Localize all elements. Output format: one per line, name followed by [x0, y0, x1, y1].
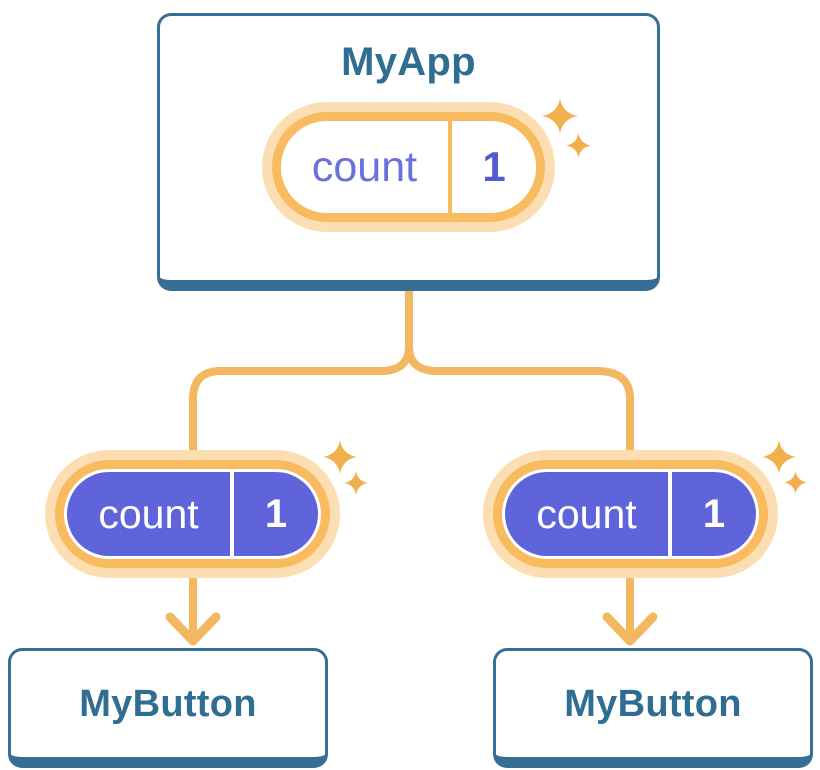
sparkle-icon [784, 471, 807, 494]
root-component-title: MyApp [341, 40, 476, 84]
state-value: 1 [482, 143, 506, 190]
state-value: 1 [264, 491, 288, 536]
child-component-title: MyButton [79, 682, 257, 725]
root-state-pill-body: count 1 [281, 121, 536, 213]
pill-divider [230, 472, 234, 556]
child-component-card-right: MyButton [493, 648, 813, 768]
root-state-pill-ring: count 1 [272, 112, 545, 222]
state-value: 1 [702, 491, 726, 536]
sparkle-icon [566, 133, 591, 158]
child-component-card-left: MyButton [8, 648, 328, 768]
sparkle-icon [323, 440, 357, 474]
arrowhead-right-icon [602, 612, 658, 646]
child-state-pill-body: count 1 [67, 472, 318, 556]
pill-divider [448, 121, 452, 213]
child-state-pill-right: count 1 [483, 450, 778, 578]
state-name: count [98, 490, 199, 537]
pill-divider [668, 472, 672, 556]
sparkle-icon [762, 440, 796, 474]
arrowhead-left-icon [165, 612, 221, 646]
child-component-title: MyButton [564, 682, 742, 725]
state-name: count [311, 142, 418, 191]
sparkle-icon [542, 98, 578, 134]
state-name: count [536, 490, 637, 537]
root-state-pill: count 1 [262, 102, 555, 232]
connector-branch-right [405, 286, 634, 640]
sparkle-icon [344, 471, 368, 495]
root-component-card: MyApp count 1 [157, 13, 660, 291]
child-state-pill-ring: count 1 [493, 460, 768, 568]
child-state-pill-left: count 1 [45, 450, 340, 578]
child-state-pill-body: count 1 [505, 472, 756, 556]
child-state-pill-ring: count 1 [55, 460, 330, 568]
